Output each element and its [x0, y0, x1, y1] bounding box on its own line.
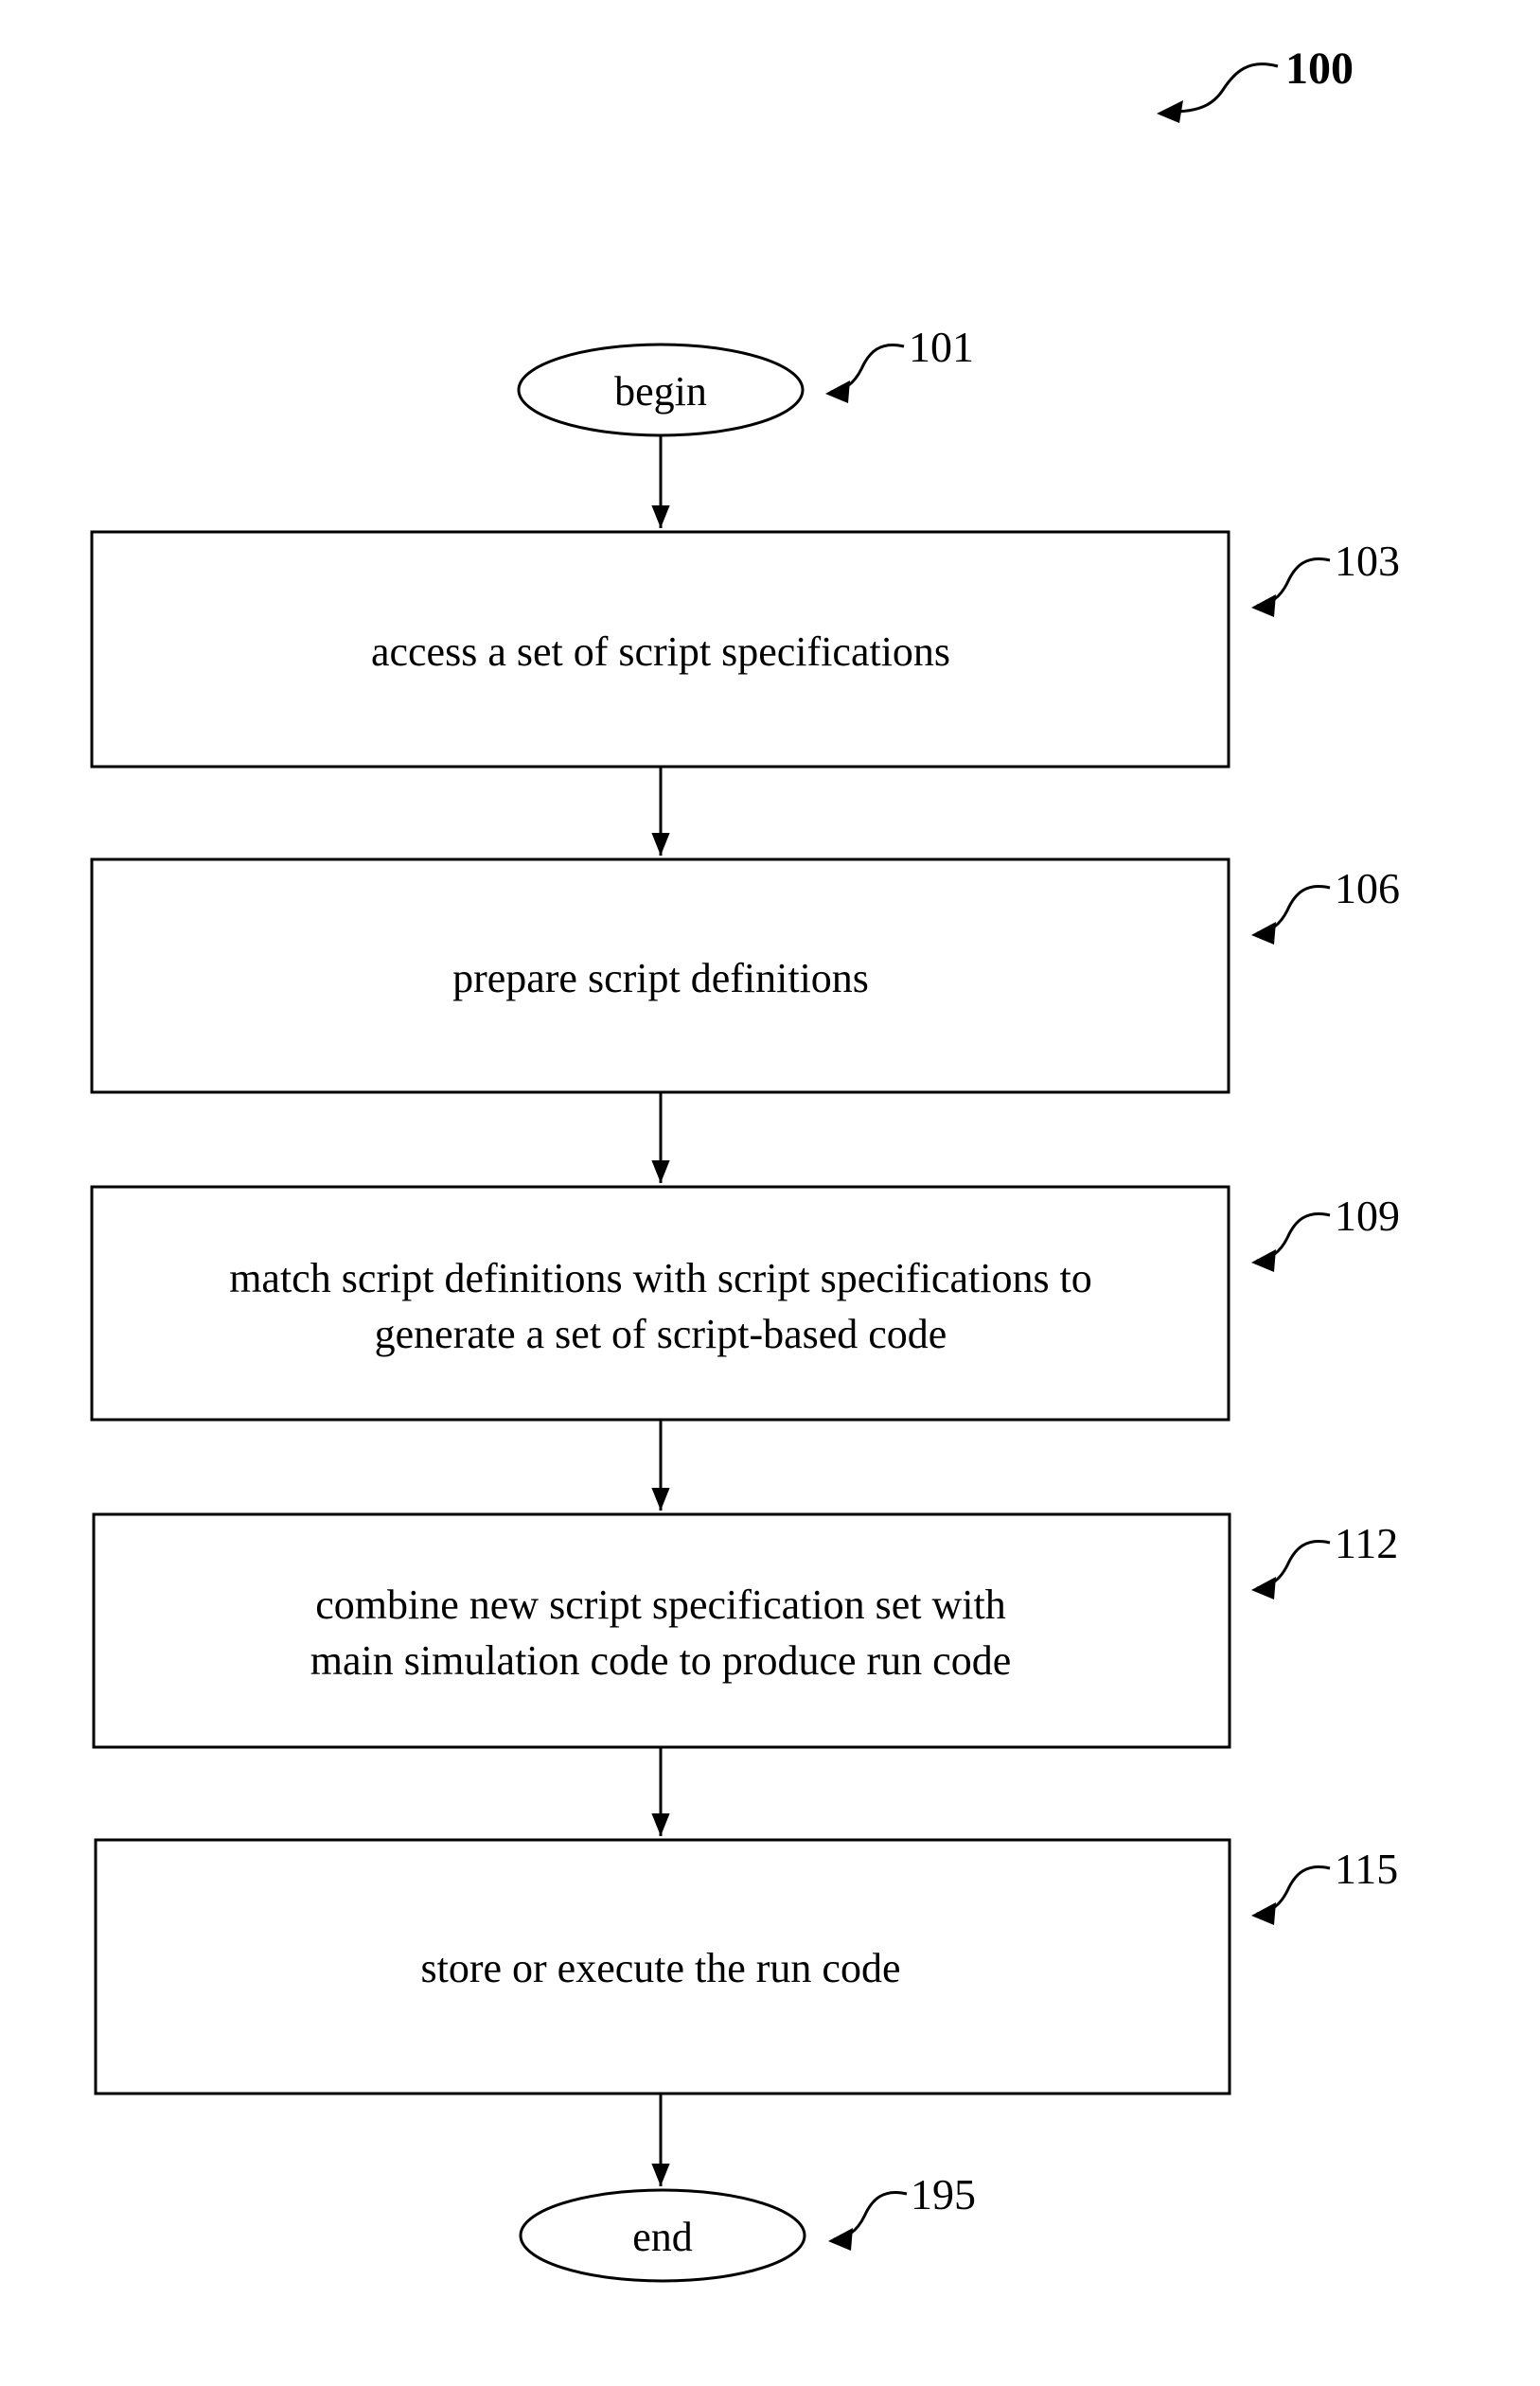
step-103-ref-label: 103 [1335, 537, 1400, 585]
begin-ref-arrowhead [825, 380, 850, 403]
begin-ref-callout: 101 [825, 323, 974, 403]
step-106-ref-arrowhead [1251, 922, 1276, 945]
step-103-ref-callout: 103 [1251, 537, 1400, 617]
step-115-ref-arrowhead [1251, 1902, 1276, 1925]
step-106-ref-callout: 106 [1251, 864, 1400, 945]
figure-ref-arrowhead [1157, 100, 1183, 123]
begin-terminal: begin [519, 345, 803, 435]
step-109-ref-callout: 109 [1251, 1192, 1400, 1272]
end-terminal: end [521, 2190, 805, 2281]
step-109-text-line-2: generate a set of script-based code [375, 1311, 947, 1357]
step-112-ref-arrowhead [1251, 1577, 1276, 1600]
begin-label: begin [614, 368, 707, 415]
end-ref-arrowhead [828, 2228, 853, 2251]
step-109-text-line-1: match script definitions with script spe… [229, 1255, 1092, 1301]
step-112-box [94, 1514, 1230, 1747]
process-step-112: combine new script specification set wit… [94, 1514, 1230, 1747]
process-step-115: store or execute the run code [96, 1840, 1230, 2094]
figure-ref-leader [1172, 64, 1278, 112]
step-109-ref-label: 109 [1335, 1192, 1400, 1240]
figure-ref-callout: 100 [1157, 44, 1354, 123]
step-109-box [92, 1187, 1229, 1420]
process-step-109: match script definitions with script spe… [92, 1187, 1229, 1420]
end-ref-label: 195 [911, 2170, 976, 2218]
step-112-ref-label: 112 [1335, 1519, 1398, 1567]
step-103-text: access a set of script specifications [371, 628, 950, 675]
step-112-text-line-1: combine new script specification set wit… [315, 1582, 1005, 1628]
step-106-text: prepare script definitions [452, 955, 869, 1001]
process-step-106: prepare script definitions [92, 859, 1229, 1092]
step-103-ref-arrowhead [1251, 594, 1276, 617]
step-106-ref-label: 106 [1335, 864, 1400, 912]
step-115-text: store or execute the run code [421, 1945, 901, 1991]
process-step-103: access a set of script specifications [92, 532, 1229, 767]
step-109-ref-arrowhead [1251, 1249, 1276, 1272]
end-ref-callout: 195 [828, 2170, 976, 2251]
step-115-ref-callout: 115 [1251, 1845, 1398, 1925]
figure-ref-label: 100 [1285, 44, 1354, 94]
step-112-ref-callout: 112 [1251, 1519, 1398, 1600]
begin-ref-label: 101 [909, 323, 974, 371]
end-label: end [632, 2214, 693, 2260]
step-112-text-line-2: main simulation code to produce run code [310, 1637, 1011, 1684]
step-115-ref-label: 115 [1335, 1845, 1398, 1893]
